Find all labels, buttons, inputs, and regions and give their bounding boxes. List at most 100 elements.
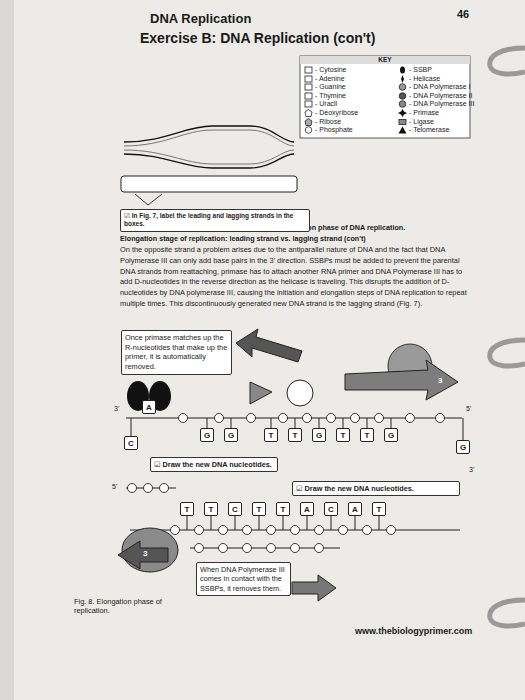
nucleotide-base: C (124, 436, 138, 450)
stem (319, 418, 320, 428)
stem (207, 418, 208, 428)
legend-text: - Ribose (315, 118, 341, 126)
binder-ring (490, 600, 525, 626)
legend-text: - Thymine (315, 92, 346, 100)
nucleotide-base: G (200, 428, 214, 442)
stem (343, 418, 344, 428)
base-letter: G (225, 429, 237, 442)
callout-text: ☑ Draw the new DNA nucleotides. (296, 484, 456, 493)
phosphate (363, 526, 372, 535)
direction-arrow (292, 575, 336, 601)
legend-text: - Helicase (409, 75, 440, 83)
legend-text: - Ligase (409, 118, 434, 126)
phosphate (195, 544, 204, 553)
instruction-box: ☑ Draw the new DNA nucleotides. (292, 481, 460, 496)
key-header (300, 56, 470, 64)
phosphate (315, 544, 324, 553)
nucleotide-base: C (324, 502, 338, 516)
legend-symbol (398, 83, 407, 91)
label: Elongation stage of replication: leading… (120, 234, 500, 243)
label: KEY (370, 56, 400, 64)
nucleotide-base: T (288, 428, 302, 442)
nucleotide-base: T (204, 502, 218, 516)
label: 3 (438, 376, 448, 386)
nucleotide-base: T (276, 502, 290, 516)
nucleotide-base: A (300, 502, 314, 516)
label: On the opposite strand a problem arises … (120, 245, 472, 310)
phosphate (339, 526, 348, 535)
legend-text: - Deoxyribose (315, 109, 358, 117)
base-letter: T (277, 503, 289, 516)
nucleotide-base: G (224, 428, 238, 442)
nucleotide-base: C (228, 502, 242, 516)
base-letter: T (373, 503, 385, 516)
phosphate (219, 544, 228, 553)
phosphate (436, 414, 445, 423)
label: 5' (466, 405, 480, 414)
phosphate (243, 544, 252, 553)
phosphate (291, 526, 300, 535)
legend-symbol (398, 126, 407, 134)
base-letter: C (325, 503, 337, 516)
base-letter: T (253, 503, 265, 516)
legend-symbol (304, 118, 313, 126)
phosphate (351, 414, 360, 423)
dna-strand (124, 150, 294, 164)
base-letter: A (349, 503, 361, 516)
instruction-box: ☑ Draw the new DNA nucleotides. (150, 457, 278, 472)
binder-ring (490, 48, 525, 74)
direction-arrow (345, 360, 458, 400)
label: DNA Replication (150, 11, 350, 27)
legend-symbol (398, 66, 407, 74)
phosphate (171, 526, 180, 535)
base-letter: G (201, 429, 213, 442)
legend-symbol (304, 66, 313, 74)
nucleotide-base: A (142, 400, 156, 414)
stem (231, 418, 232, 428)
page-shadow (0, 0, 14, 700)
base-letter: T (181, 503, 193, 516)
base-letter: T (265, 429, 277, 442)
stem (131, 418, 132, 436)
phosphate (219, 526, 228, 535)
legend-text: - Adenine (315, 75, 345, 83)
legend-text: - SSBP (409, 66, 432, 74)
stem (283, 516, 284, 530)
bracket (135, 194, 162, 205)
nucleotide-base: A (348, 502, 362, 516)
legend-symbol (398, 92, 407, 100)
phosphate (291, 544, 300, 553)
phosphate (267, 544, 276, 553)
stem (211, 516, 212, 530)
phosphate (303, 414, 312, 423)
stem (331, 516, 332, 530)
legend-text: - DNA Polymerase II (409, 92, 472, 100)
label: 3 (143, 549, 153, 559)
stem (307, 516, 308, 530)
phosphate (247, 414, 256, 423)
phosphate (279, 414, 288, 423)
base-stems (187, 516, 379, 530)
phosphate (195, 526, 204, 535)
nucleotide-base: T (252, 502, 266, 516)
callout-box: Once primase matches up the R-nucleotide… (121, 330, 232, 375)
stem (391, 418, 392, 428)
phosphate (375, 414, 384, 423)
dna-strand (124, 154, 294, 168)
legend-symbol (304, 75, 313, 83)
binder-ring (490, 340, 525, 366)
phosphate (144, 484, 153, 493)
phosphate-row (195, 544, 324, 553)
legend-text: - Phosphate (315, 126, 353, 134)
stem (367, 418, 368, 428)
base-letter: T (205, 503, 217, 516)
nucleotide-base: G (312, 428, 326, 442)
nucleotide-base: T (180, 502, 194, 516)
stem (463, 418, 464, 440)
base-letter: G (385, 429, 397, 442)
phosphate (179, 414, 188, 423)
phosphate-row (171, 526, 396, 535)
phosphate (315, 526, 324, 535)
